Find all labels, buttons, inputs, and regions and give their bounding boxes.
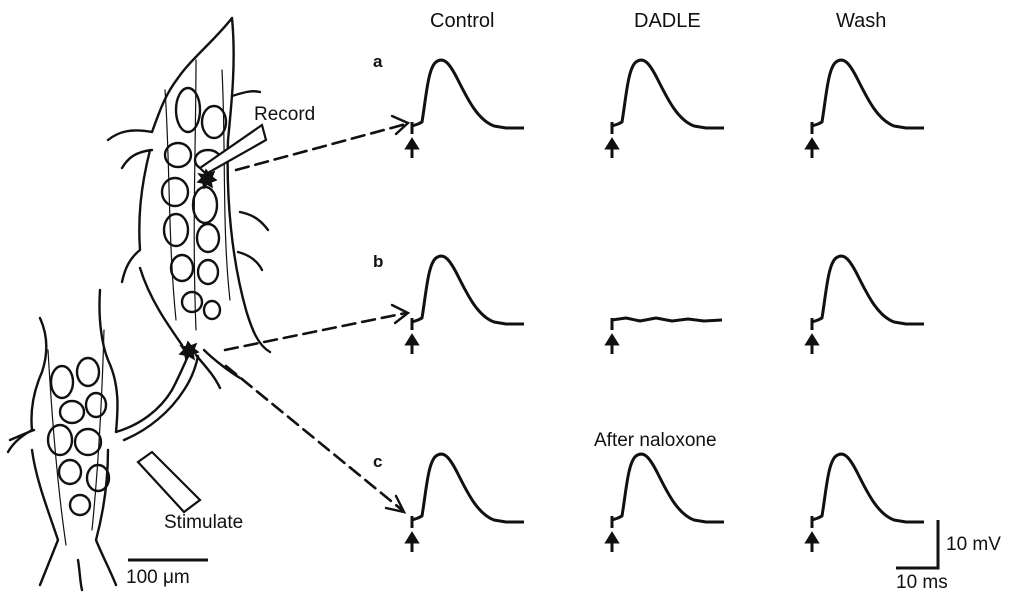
- arrow-to-row-b: [225, 313, 406, 350]
- row-label-c: c: [373, 452, 382, 472]
- trace-c-control: [412, 454, 524, 528]
- trace-b-control: [412, 256, 524, 330]
- stimulus-arrow-icon: [407, 336, 417, 354]
- stimulus-arrow-icon: [807, 140, 817, 158]
- upper-neuron: [108, 18, 270, 388]
- trace-a-control: [412, 60, 524, 134]
- row-label-a: a: [373, 52, 382, 72]
- column-header-wash: Wash: [836, 10, 886, 33]
- record-site-marker: [198, 170, 216, 188]
- time-scale-label: 10 ms: [896, 572, 948, 594]
- trace-grid: [407, 60, 924, 552]
- stimulus-arrow-icon: [607, 140, 617, 158]
- stimulate-electrode: [138, 452, 200, 512]
- stimulate-label: Stimulate: [164, 512, 243, 534]
- column-header-control: Control: [430, 10, 494, 33]
- record-label: Record: [254, 104, 315, 126]
- trace-b-dadle: [612, 318, 722, 330]
- length-scale-label: 100 μm: [126, 567, 190, 589]
- arrow-to-row-c: [226, 366, 402, 510]
- trace-c-wash: [812, 454, 924, 528]
- trace-b-wash: [812, 256, 924, 330]
- stimulus-arrow-icon: [407, 140, 417, 158]
- stimulus-arrow-icon: [407, 534, 417, 552]
- voltage-scale-label: 10 mV: [946, 534, 1001, 556]
- row-label-b: b: [373, 252, 383, 272]
- column-header-dadle: DADLE: [634, 10, 701, 33]
- trace-a-wash: [812, 60, 924, 134]
- stimulus-arrow-icon: [807, 534, 817, 552]
- lower-neuron: [8, 290, 198, 590]
- trace-a-dadle: [612, 60, 724, 134]
- voltage-time-scale-bar: [896, 520, 938, 568]
- stimulus-arrow-icon: [607, 534, 617, 552]
- after-naloxone-label: After naloxone: [594, 430, 717, 452]
- stimulus-arrow-icon: [607, 336, 617, 354]
- trace-c-after-naloxone: [612, 454, 724, 528]
- stimulus-arrow-icon: [807, 336, 817, 354]
